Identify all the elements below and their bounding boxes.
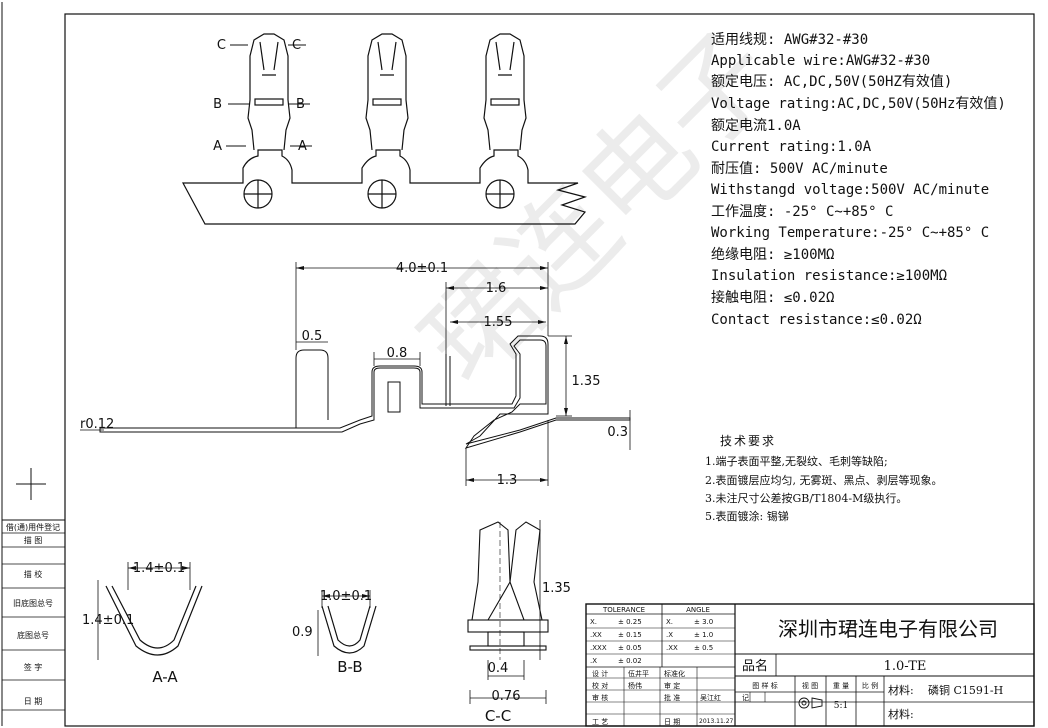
tol-r3-c4: ± 0.5 (694, 644, 713, 652)
dim-0-3: 0.3 (607, 425, 628, 440)
requirement-2: 2.表面镀层应均匀, 无雾斑、黑点、剥层等现象。 (705, 474, 943, 487)
header-cell-1: 图 样 标 (752, 681, 777, 690)
spec-line-10: Working Temperature:-25° C~+85° C (711, 225, 990, 241)
tol-r1-c3: X. (666, 618, 673, 626)
spec-line-2: Applicable wire:AWG#32-#30 (711, 53, 931, 69)
spec-line-7: 耐压值: 500V AC/minute (711, 161, 888, 177)
spec-line-6: Current rating:1.0A (711, 139, 872, 155)
dim-1-55: 1.55 (484, 315, 513, 330)
angle-header: ANGLE (686, 606, 710, 614)
sign-r1-c2: 伍井平 (628, 669, 649, 678)
dim-cc-width-outer: 0.76 (492, 689, 521, 704)
header-cell-2: 视 图 (802, 681, 818, 690)
dim-cc-width-inner: 0.4 (488, 661, 509, 676)
requirement-3: 3.未注尺寸公差按GB/T1804-M级执行。 (705, 492, 908, 505)
dim-bb-width: 1.0±0.1 (320, 589, 372, 604)
header-cell-3: 重 量 (833, 682, 849, 690)
section-mark-b-left: B (213, 97, 222, 112)
left-label-7: 日 期 (24, 697, 43, 706)
dim-aa-width: 1.4±0.1 (133, 561, 185, 576)
dim-1-35: 1.35 (572, 374, 601, 389)
spec-line-14: Contact resistance:≤0.02Ω (711, 312, 922, 328)
tol-r1-c4: ± 3.0 (694, 618, 713, 626)
left-label-4: 旧底图总号 (13, 598, 53, 608)
left-label-5: 底图总号 (17, 630, 49, 640)
tol-r2-c2: ± 0.15 (618, 631, 642, 639)
tol-r2-c1: .XX (590, 631, 602, 639)
spec-line-8: Withstangd voltage:500V AC/minute (711, 182, 990, 198)
spec-line-3: 额定电压: AC,DC,50V(50HZ有效值) (711, 74, 953, 90)
dim-1-3: 1.3 (497, 473, 518, 488)
requirement-1: 1.端子表面平整,无裂纹、毛刺等缺陷; (705, 455, 888, 468)
part-label: 品名 (742, 658, 768, 674)
material-value: 磷铜 C1591-H (928, 683, 1003, 697)
contact-2 (365, 33, 409, 209)
sign-r4-c3: 日 期 (664, 718, 680, 726)
section-mark-a-left: A (213, 139, 222, 154)
section-mark-a-right: A (298, 139, 307, 154)
header-cell-4: 比 例 (862, 681, 878, 690)
dim-aa-height: 1.4±0.1 (82, 613, 134, 628)
spec-line-5: 额定电流1.0A (711, 118, 801, 134)
section-mark-c-left: C (217, 38, 226, 53)
section-title-cc: C-C (485, 707, 511, 725)
inner-border (64, 13, 1035, 727)
dim-r012: r0.12 (80, 417, 114, 432)
tol-r3-c1: .XXX (590, 644, 607, 652)
tol-r2-c4: ± 1.0 (694, 631, 713, 639)
tol-r2-c3: .X (666, 631, 673, 639)
sign-r3-c4: 吴江红 (700, 693, 721, 702)
tol-r1-c2: ± 0.25 (618, 618, 642, 626)
section-mark-c-right: C (292, 38, 301, 53)
sign-r1-c1: 设 计 (592, 669, 608, 678)
spec-line-1: 适用线规: AWG#32-#30 (711, 32, 869, 48)
material-label-2: 材料: (888, 707, 914, 721)
dim-cc-height: 1.35 (542, 581, 571, 596)
material-label: 材料: (888, 683, 914, 697)
company-name: 深圳市珺连电子有限公司 (778, 617, 998, 641)
left-label-2: 描 图 (24, 535, 43, 545)
section-mark-b-right: B (296, 97, 305, 112)
tol-r4-c1: .X (590, 657, 597, 665)
sign-r4-c4: 2013.11.27 (699, 718, 734, 725)
sign-r1-c3: 标准化 (664, 669, 685, 678)
dim-bb-height: 0.9 (292, 625, 313, 640)
spec-line-12: Insulation resistance:≥100MΩ (711, 268, 948, 284)
spec-line-9: 工作温度: -25° C~+85° C (711, 204, 894, 220)
section-title-aa: A-A (152, 668, 178, 686)
spec-line-4: Voltage rating:AC,DC,50V(50Hz有效值) (711, 96, 1006, 112)
scale-value: 5:1 (834, 701, 848, 711)
sign-r2-c2: 杨伟 (628, 681, 642, 690)
sign-r2-c3: 审 定 (664, 681, 680, 690)
tol-r3-c2: ± 0.05 (618, 644, 642, 652)
dim-0-5: 0.5 (302, 329, 323, 344)
sign-r3-c1: 审 核 (592, 693, 608, 702)
dim-length: 4.0±0.1 (396, 261, 448, 276)
sign-r3-c3: 批 准 (664, 693, 680, 702)
requirement-4: 5.表面镀涂: 锡锑 (705, 510, 789, 523)
section-title-bb: B-B (337, 658, 362, 676)
tol-r3-c3: .XX (666, 644, 678, 652)
contact-3 (483, 33, 527, 209)
tolerance-header: TOLERANCE (602, 606, 645, 614)
dim-1-6: 1.6 (486, 281, 507, 296)
spec-line-11: 绝缘电阻: ≥100MΩ (711, 247, 835, 263)
contact-1 (243, 33, 291, 209)
left-label-6: 签 字 (24, 662, 43, 672)
requirements-title: 技术要求 (720, 434, 777, 448)
sign-r2-c1: 校 对 (592, 681, 608, 690)
tol-r4-c2: ± 0.02 (618, 657, 642, 665)
dim-0-8: 0.8 (387, 346, 408, 361)
spec-line-13: 接触电阻: ≤0.02Ω (711, 290, 835, 306)
tol-r1-c1: X. (590, 618, 597, 626)
left-label-1: 借(通)用件登记 (6, 522, 60, 532)
left-label-3: 描 校 (24, 569, 43, 579)
mark-label: 记 (742, 694, 749, 702)
sign-r4-c1: 工 艺 (592, 718, 608, 726)
part-number: 1.0-TE (884, 659, 927, 674)
